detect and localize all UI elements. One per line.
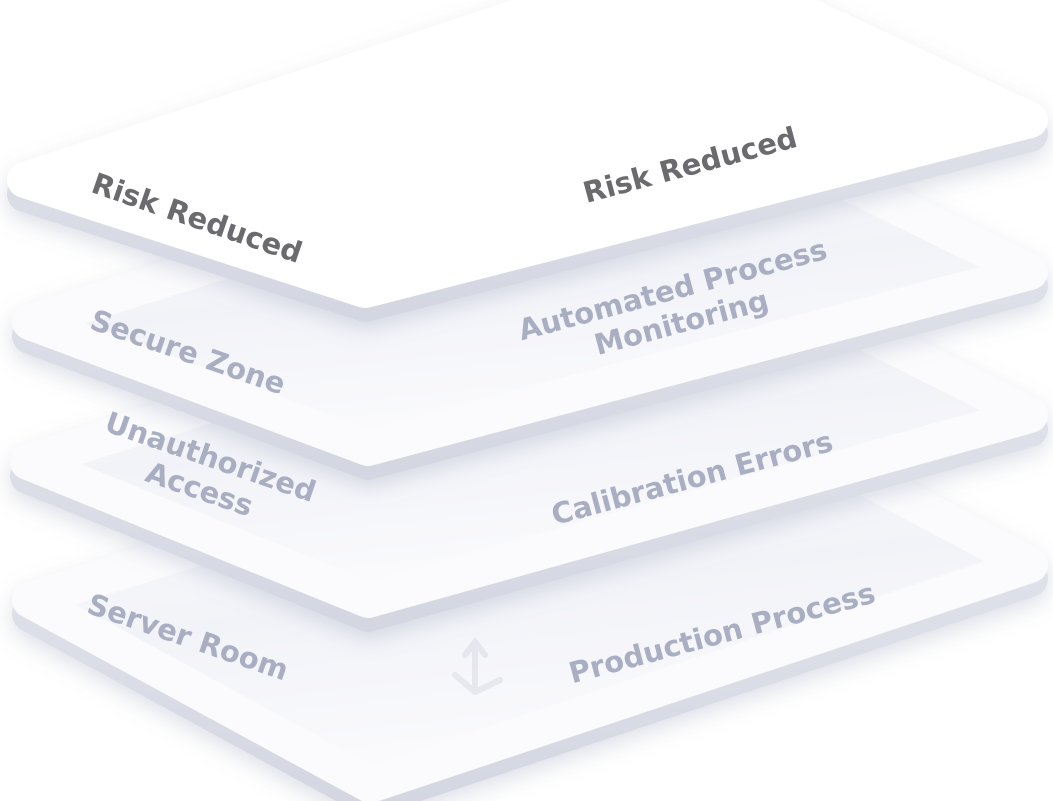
axes-arrow-icon [452,637,503,695]
layer-1 [7,0,1048,322]
